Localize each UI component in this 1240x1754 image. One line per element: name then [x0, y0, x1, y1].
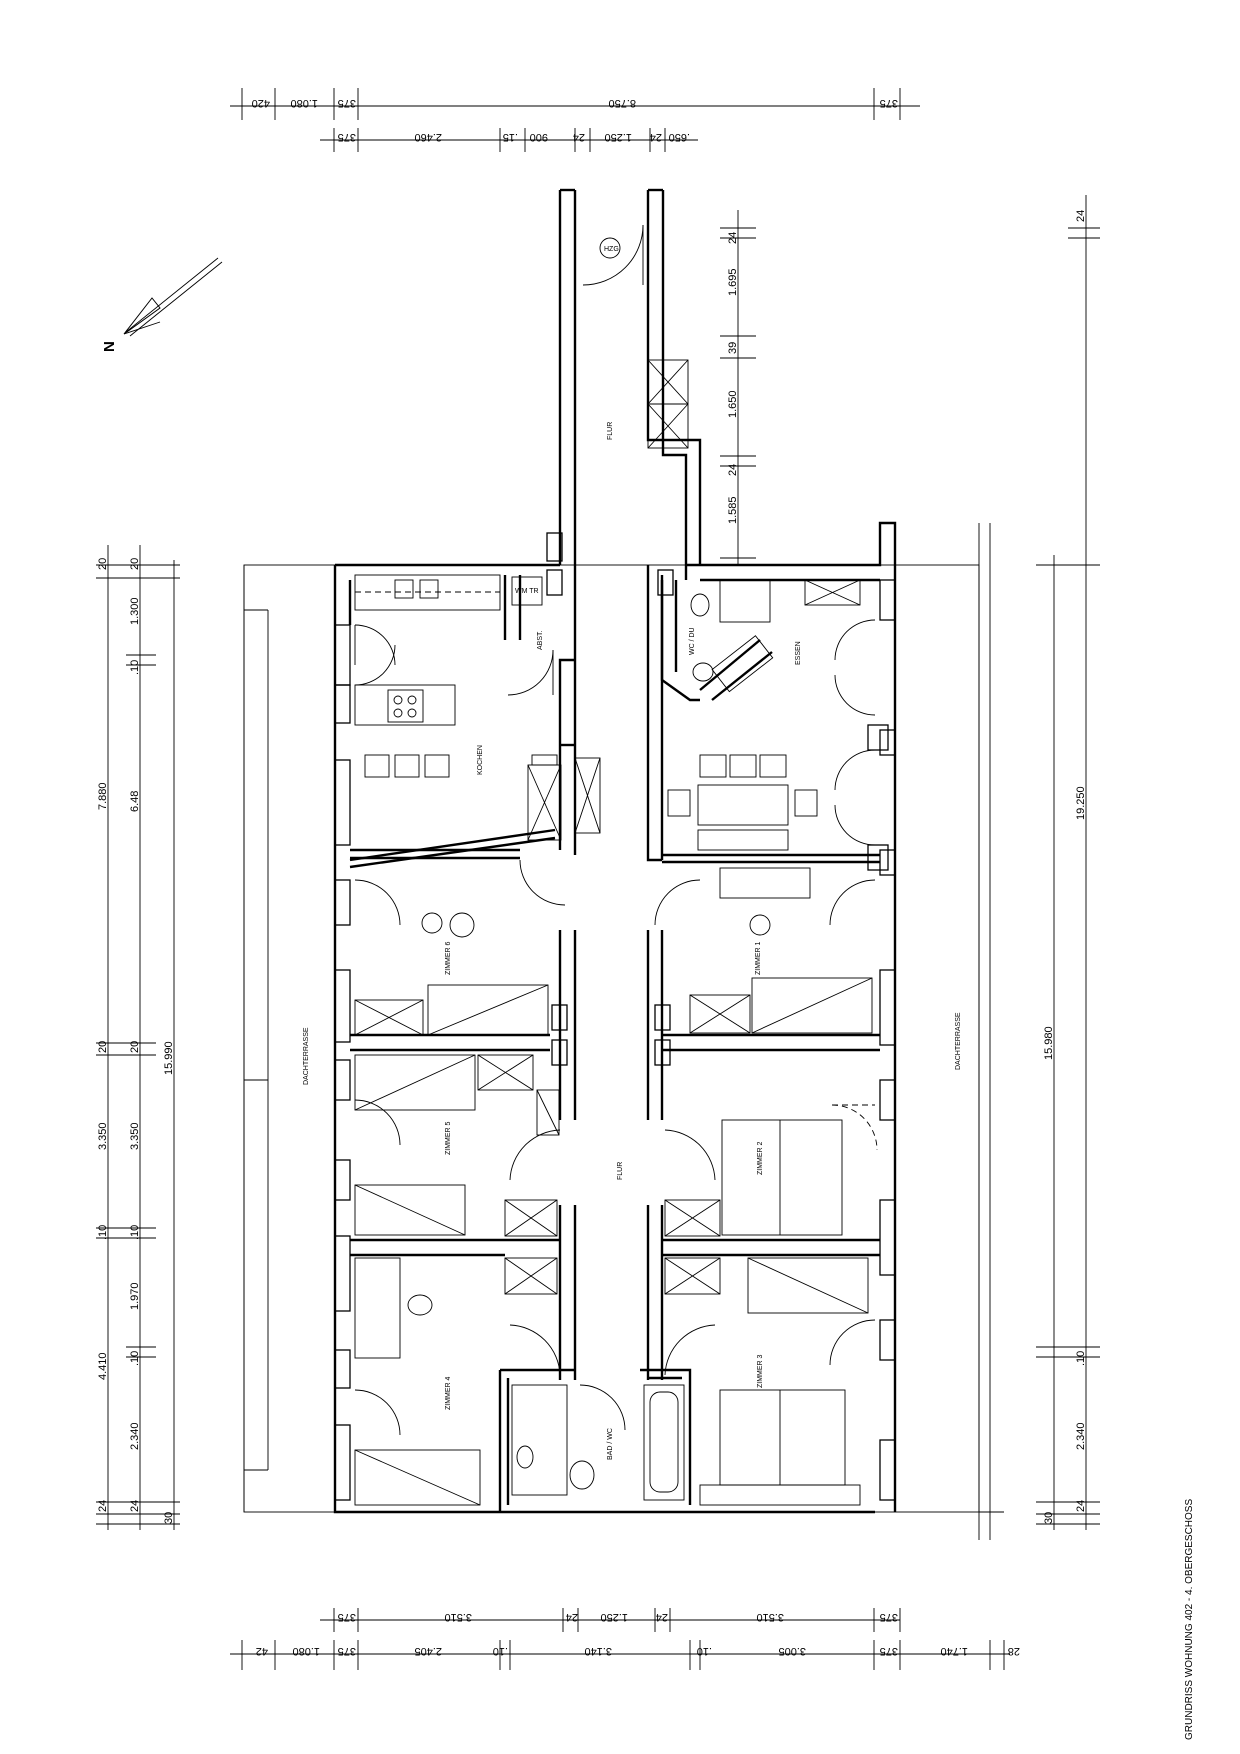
furniture: HZG WM TR — [354, 237, 873, 1506]
dim-bot-2: 3.510 — [444, 1611, 472, 1623]
dim-right-12: 15.980 — [1043, 1026, 1055, 1060]
dim-left-9: 1.300 — [129, 597, 141, 625]
dim-left-14: .10 — [129, 1225, 141, 1240]
label-kochen: KOCHEN — [477, 745, 484, 775]
dim-right-4: 1.650 — [727, 390, 739, 418]
north-label: N — [101, 341, 118, 352]
dim-bot-13: 3.140 — [584, 1645, 612, 1657]
dim-left-6: 4.410 — [97, 1352, 109, 1380]
dim-left-3: 20 — [97, 1041, 109, 1053]
dim-bot-8: 42 — [256, 1645, 268, 1657]
north-arrow: N — [101, 257, 223, 352]
dim-left-7: 24 — [97, 1500, 109, 1512]
label-zimmer5: ZIMMER 5 — [445, 1121, 452, 1155]
dim-left-11: 6.48 — [129, 791, 141, 812]
label-abst: ABST. — [537, 630, 544, 650]
dim-top-3: 375 — [338, 97, 356, 109]
dim-bot-9: 1.080 — [292, 1645, 320, 1657]
label-flur-top: FLUR — [607, 422, 614, 440]
dim-left-15: 1.970 — [129, 1282, 141, 1310]
label-zimmer2: ZIMMER 2 — [757, 1141, 764, 1175]
dim-left-total: 15.990 — [163, 1041, 175, 1075]
dim-left-18: 24 — [129, 1500, 141, 1512]
dim-bot-10: 375 — [338, 1645, 356, 1657]
dim-top-1: 1.080 — [290, 97, 318, 109]
dim-bot-1: 375 — [338, 1611, 356, 1623]
dim-top-11: 1.250 — [604, 131, 632, 143]
dim-right-3: 39 — [727, 342, 739, 354]
dim-top-13: .650 — [669, 131, 690, 143]
label-terrasse-right: DACHTERRASSE — [955, 1012, 962, 1070]
hzg-label: HZG — [604, 246, 619, 253]
dim-bot-7: 375 — [880, 1611, 898, 1623]
doors — [354, 224, 878, 1436]
label-flur-main: FLUR — [617, 1162, 624, 1180]
dim-right-6: 1.585 — [727, 496, 739, 524]
label-zimmer3: ZIMMER 3 — [757, 1354, 764, 1388]
bottom-dimension-chain: 375 3.510 24 1.250 24 3.510 375 42 1.080… — [230, 1608, 1020, 1670]
right-dimension-chain: 24 1.695 39 1.650 24 1.585 24 19.250 .10… — [720, 195, 1100, 1530]
hzg-circle — [599, 237, 621, 259]
dim-right-8: 19.250 — [1075, 786, 1087, 820]
dim-right-1: 24 — [727, 232, 739, 244]
plan-caption: GRUNDRISS WOHNUNG 402 - 4. OBERGESCHOSS — [1184, 1499, 1195, 1740]
room-labels: FLUR FLUR KOCHEN ESSEN ABST. WC / DU ZIM… — [303, 422, 962, 1460]
dim-right-5: 24 — [727, 464, 739, 476]
dim-bot-5: 24 — [656, 1611, 668, 1623]
dim-bot-15: 3.005 — [778, 1645, 806, 1657]
label-zimmer6: ZIMMER 6 — [445, 941, 452, 975]
structural-columns — [546, 532, 889, 1066]
interior-walls — [349, 565, 880, 1512]
dim-left-10: .10 — [129, 660, 141, 675]
dim-top-2: 420 — [252, 97, 270, 109]
label-zimmer4: ZIMMER 4 — [445, 1376, 452, 1410]
dim-left-16: .10 — [129, 1351, 141, 1366]
exterior-walls — [333, 188, 897, 1514]
dim-bot-11: 2.405 — [414, 1645, 442, 1657]
dim-left-5: .10 — [97, 1225, 109, 1240]
dim-bot-12: .10 — [493, 1645, 508, 1657]
dim-right-7: 24 — [1075, 210, 1087, 222]
dim-bot-18: 28 — [1008, 1645, 1020, 1657]
dim-left-2: 7.880 — [97, 782, 109, 810]
wm-tr-label: WM TR — [515, 588, 539, 595]
dim-left-17: 2.340 — [129, 1422, 141, 1450]
dim-top-6: 375 — [338, 131, 356, 143]
label-zimmer1: ZIMMER 1 — [755, 941, 762, 975]
left-dimension-chain: 20 7.880 20 3.350 .10 4.410 24 20 1.300 … — [96, 545, 180, 1530]
dim-bot-17: 1.740 — [940, 1645, 968, 1657]
top-dimension-chain: 1.080 420 375 8.750 375 375 2.460 .15 90… — [230, 88, 920, 152]
dim-bot-16: 375 — [880, 1645, 898, 1657]
dim-top-5: 375 — [880, 97, 898, 109]
dim-right-10: 2.340 — [1075, 1422, 1087, 1450]
dim-top-10: 24 — [573, 131, 585, 143]
dim-left-1: 20 — [97, 558, 109, 570]
label-wc-du: WC / DU — [689, 627, 696, 655]
dim-left-13: 3.350 — [129, 1122, 141, 1150]
dim-top-8: .15 — [503, 131, 518, 143]
terrace-outline — [243, 523, 1004, 1540]
label-terrasse-left: DACHTERRASSE — [303, 1027, 310, 1085]
dim-right-13: 30 — [1043, 1512, 1055, 1524]
dim-right-11: 24 — [1075, 1500, 1087, 1512]
dim-top-9: 900 — [530, 131, 548, 143]
dim-left-12: 20 — [129, 1041, 141, 1053]
dim-top-7: 2.460 — [414, 131, 442, 143]
dim-bot-14: .10 — [697, 1645, 712, 1657]
dim-left-19: 30 — [163, 1512, 175, 1524]
dim-left-4: 3.350 — [97, 1122, 109, 1150]
dim-bot-4: 1.250 — [600, 1611, 628, 1623]
label-essen: ESSEN — [795, 641, 802, 665]
dim-top-12: 24 — [650, 131, 662, 143]
dim-bot-3: 24 — [566, 1611, 578, 1623]
dim-bot-6: 3.510 — [756, 1611, 784, 1623]
dim-right-2: 1.695 — [727, 268, 739, 296]
label-bad-wc: BAD / WC — [607, 1428, 614, 1460]
dim-top-4: 8.750 — [608, 97, 636, 109]
dim-right-9: .10 — [1075, 1351, 1087, 1366]
dim-left-8: 20 — [129, 558, 141, 570]
